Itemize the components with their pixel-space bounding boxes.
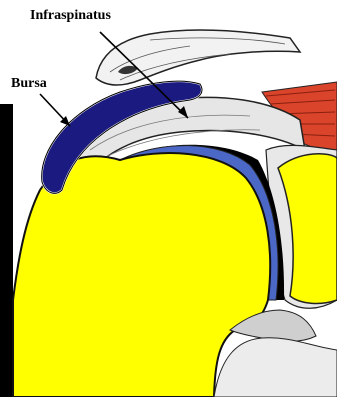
- bursa-label: Bursa: [11, 77, 47, 91]
- infraspinatus-label: Infraspinatus: [30, 9, 111, 23]
- left-black-border: [0, 104, 13, 397]
